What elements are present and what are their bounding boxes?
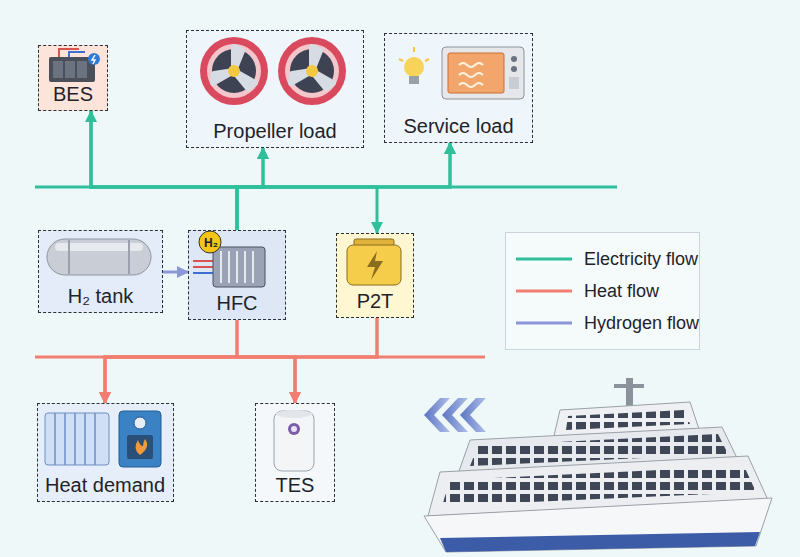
load-box: Service load <box>384 33 533 143</box>
node-label: Propeller load <box>213 120 336 142</box>
storage-box: TES <box>255 403 335 502</box>
demand-box: Heat demand <box>37 403 174 502</box>
node-label: BES <box>53 83 93 105</box>
legend-line <box>516 288 572 294</box>
node-label: Service load <box>403 115 513 137</box>
node-label: TES <box>276 474 315 496</box>
flow-arrow <box>237 187 377 233</box>
node-label: HFC <box>216 292 257 314</box>
legend-box: Electricity flowHeat flowHydrogen flow <box>505 232 700 350</box>
legend-line <box>516 256 572 262</box>
node-label: Heat demand <box>45 474 165 496</box>
tank-box: H₂ tank <box>38 230 163 313</box>
ferry-ship <box>424 378 772 552</box>
battery-box: BES <box>38 45 108 111</box>
flow-arrow <box>295 318 377 403</box>
legend-text: Electricity flow <box>584 249 698 270</box>
flow-arrow <box>105 320 237 403</box>
fuel-cell-box: HFC <box>188 230 286 320</box>
flow-arrow <box>163 271 188 274</box>
legend-text: Heat flow <box>584 281 659 302</box>
flow-arrow <box>237 148 263 230</box>
load-box: Propeller load <box>186 30 364 148</box>
flow-arrow <box>237 320 295 403</box>
node-label: P2T <box>357 290 394 312</box>
hydrogen-symbol: H₂ <box>200 237 222 249</box>
node-label: H₂ tank <box>68 285 134 307</box>
motion-chevrons <box>424 398 486 432</box>
converter-box: P2T <box>336 233 414 318</box>
legend-line <box>516 320 572 326</box>
flow-arrow <box>105 357 295 403</box>
flow-arrow <box>105 318 377 403</box>
legend-text: Hydrogen flow <box>584 313 699 334</box>
